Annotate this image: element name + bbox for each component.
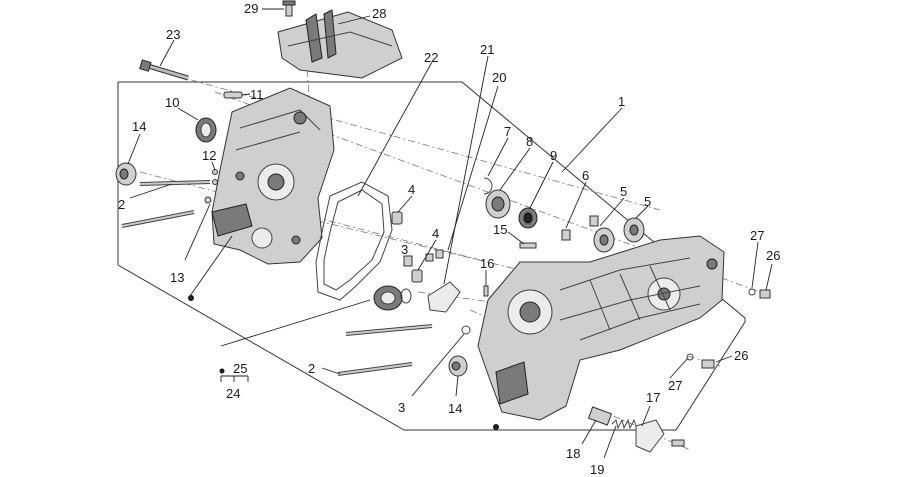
plate-21	[427, 281, 461, 313]
screw-16	[483, 285, 489, 297]
callout-26b: 26	[734, 348, 748, 363]
reference-dot-left	[188, 295, 194, 301]
callout-3a: 3	[401, 242, 408, 257]
callout-9: 9	[550, 148, 557, 163]
leader-lines	[127, 8, 773, 459]
callout-13: 13	[170, 270, 184, 285]
bracket-24-25	[219, 368, 249, 382]
screw-26-right	[748, 288, 771, 299]
callout-18: 18	[566, 446, 580, 461]
oil-strainer-25	[373, 285, 412, 311]
callout-21: 21	[480, 42, 494, 57]
callout-27b: 27	[668, 378, 682, 393]
stud-bolts-2-left	[121, 180, 211, 228]
bush-14-left	[115, 162, 137, 186]
screw-15	[519, 242, 537, 249]
right-crankcase-half	[477, 235, 725, 421]
callout-26a: 26	[766, 248, 780, 263]
circlip-7	[483, 177, 493, 195]
left-crankcase-half	[211, 87, 335, 265]
long-bolt-23	[139, 59, 189, 81]
callout-17: 17	[646, 390, 660, 405]
dowel-11	[223, 91, 243, 99]
callout-14a: 14	[132, 119, 146, 134]
spring-19	[611, 418, 637, 430]
oil-seal-9	[518, 207, 538, 229]
callout-4a: 4	[408, 182, 415, 197]
callout-1: 1	[618, 94, 625, 109]
bearings-5	[589, 215, 645, 253]
callout-20: 20	[492, 70, 506, 85]
callout-14b: 14	[448, 401, 462, 416]
callout-29: 29	[244, 1, 258, 16]
callout-3b: 3	[398, 400, 405, 415]
plunger-18	[587, 406, 613, 426]
callout-12: 12	[202, 148, 216, 163]
assembly-frame	[117, 81, 746, 431]
callout-23: 23	[166, 27, 180, 42]
dowels-4	[391, 211, 423, 283]
callout-24: 24	[226, 386, 240, 401]
callout-25: 25	[233, 361, 247, 376]
callout-2b: 2	[308, 361, 315, 376]
pin-marker	[204, 196, 212, 204]
callout-5a: 5	[620, 184, 627, 199]
callout-6: 6	[582, 168, 589, 183]
callout-labels: 1 2 2 3 3 4 4 5 5 6 7 8 9 10 11 12 13 14…	[118, 1, 780, 477]
gasket-22	[315, 181, 393, 301]
screw-26-lower	[686, 353, 715, 369]
circlip-3-lower	[461, 325, 471, 335]
callout-28: 28	[372, 6, 386, 21]
callout-15: 15	[493, 222, 507, 237]
callout-16: 16	[480, 256, 494, 271]
screw-29	[282, 0, 296, 17]
bush-3	[403, 255, 413, 267]
callout-19: 19	[590, 462, 604, 477]
callout-5b: 5	[644, 194, 651, 209]
callout-10: 10	[165, 95, 179, 110]
callout-22: 22	[424, 50, 438, 65]
callout-27a: 27	[750, 228, 764, 243]
bush-14-right	[448, 355, 468, 377]
dowel-6	[561, 229, 571, 241]
pins-12	[212, 169, 218, 185]
callout-8: 8	[526, 134, 533, 149]
oil-seal-10	[195, 117, 217, 143]
callout-2a: 2	[118, 197, 125, 212]
bearing-8	[485, 189, 511, 219]
plate-17	[635, 419, 685, 453]
callout-11: 11	[250, 87, 264, 102]
callout-7: 7	[504, 124, 511, 139]
oil-pump-cover	[277, 9, 403, 79]
stud-bolts-2-lower	[337, 324, 433, 376]
callout-4b: 4	[432, 226, 439, 241]
reference-dot-right	[493, 424, 499, 430]
